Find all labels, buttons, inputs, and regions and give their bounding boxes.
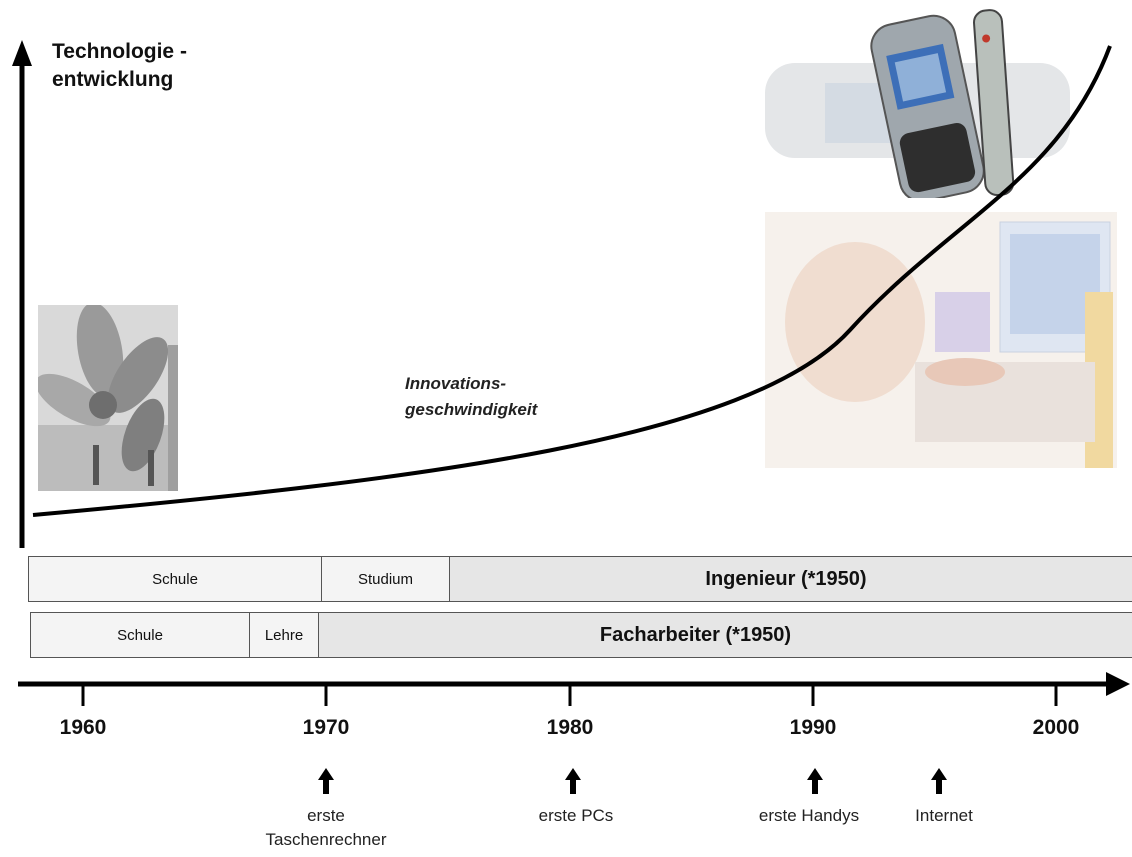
mobile-phones-photo (765, 9, 1070, 198)
event-label-internet: Internet (915, 804, 973, 828)
event-label-pcs: erste PCs (539, 804, 614, 828)
event-arrow-pcs (565, 768, 581, 794)
y-axis-label-line1: Technologie - (52, 40, 187, 63)
event-label-handys-line1: erste Handys (758, 806, 860, 825)
ingenieur-career-label: Ingenieur (*1950) (705, 567, 867, 590)
event-label-taschenrechner-line2: Taschenrechner (265, 830, 387, 849)
facharbeiter-career-bar: Facharbeiter (*1950) (318, 612, 1132, 658)
curve-label-line2: geschwindigkeit (405, 400, 538, 419)
event-label-handys: erste Handys (759, 804, 859, 828)
curve-label-line1: Innovations- (405, 374, 507, 393)
year-label-2000: 2000 (1032, 716, 1080, 739)
facharbeiter-lehre-label: Lehre (264, 626, 304, 644)
event-arrow-internet (931, 768, 947, 794)
event-arrow-handys (807, 768, 823, 794)
ingenieur-studium-bar: Studium (321, 556, 450, 602)
year-label-1980: 1980 (546, 716, 594, 739)
facharbeiter-schule-label: Schule (117, 626, 163, 644)
event-label-taschenrechner: erste Taschenrechner (266, 804, 387, 852)
event-label-pcs-line1: erste PCs (538, 806, 614, 825)
facharbeiter-lehre-bar: Lehre (249, 612, 319, 658)
year-label-1970: 1970 (302, 716, 350, 739)
year-label-1960: 1960 (59, 716, 107, 739)
ingenieur-career-bar: Ingenieur (*1950) (449, 556, 1132, 602)
vertical-axis-arrowhead (12, 40, 32, 66)
ingenieur-schule-bar: Schule (28, 556, 322, 602)
y-axis-label: Technologie - entwicklung (52, 38, 187, 94)
facharbeiter-career-label: Facharbeiter (*1950) (599, 623, 792, 646)
year-label-1990: 1990 (789, 716, 837, 739)
event-label-taschenrechner-line1: erste (307, 806, 345, 825)
ingenieur-studium-label: Studium (357, 570, 414, 588)
computer-workstation-photo (765, 212, 1117, 468)
y-axis-label-line2: entwicklung (52, 68, 174, 91)
ship-propeller-photo (38, 305, 178, 491)
facharbeiter-schule-bar: Schule (30, 612, 250, 658)
time-axis-arrowhead (1106, 672, 1130, 696)
event-arrow-taschenrechner (318, 768, 334, 794)
event-label-internet-line1: Internet (915, 806, 973, 825)
curve-label: Innovations- geschwindigkeit (405, 371, 537, 423)
innovation-curve (32, 45, 1112, 517)
ingenieur-schule-label: Schule (152, 570, 198, 588)
